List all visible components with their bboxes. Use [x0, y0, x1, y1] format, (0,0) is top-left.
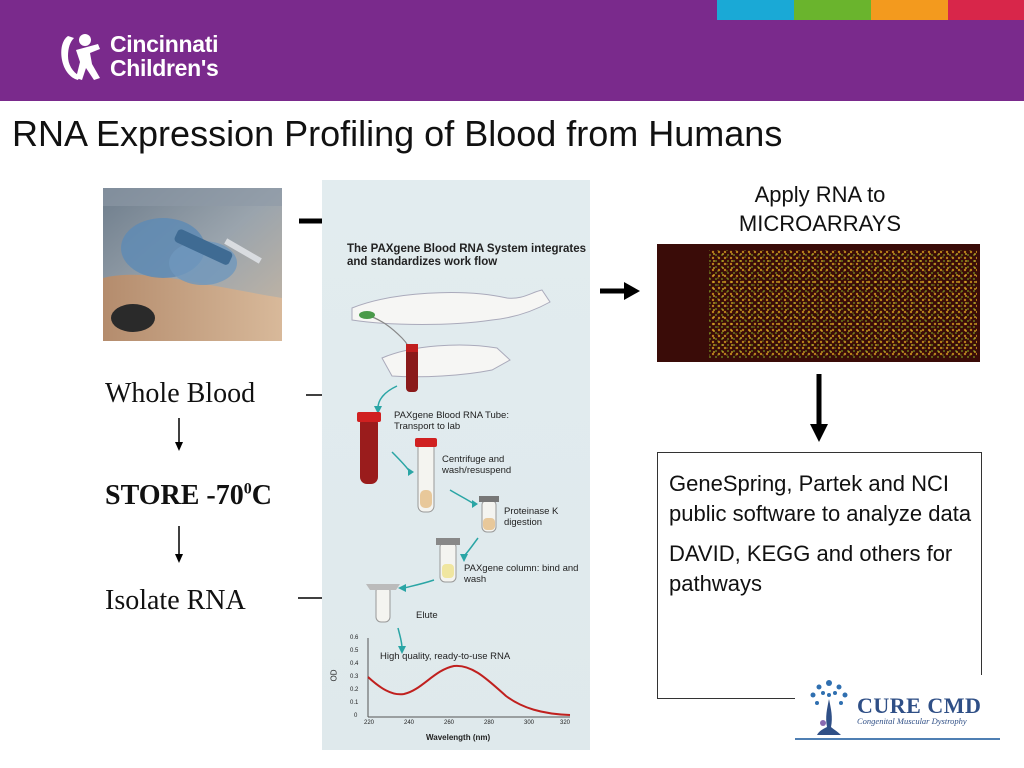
- cure-cmd-rule: [795, 738, 1000, 740]
- graph-ytick-2: 0.5: [350, 648, 359, 654]
- paxgene-step-2: Centrifuge and wash/resuspend: [442, 454, 512, 476]
- paxgene-step-6: High quality, ready-to-use RNA: [380, 651, 511, 662]
- arrow-whole-blood-to-store: [175, 418, 183, 451]
- store-superscript: 0: [243, 480, 252, 498]
- blood-draw-photo: [103, 188, 282, 341]
- analysis-software-box: GeneSpring, Partek and NCI public softwa…: [657, 452, 982, 699]
- isolate-rna-label: Isolate RNA: [105, 585, 246, 616]
- paxgene-workflow-panel: The PAXgene Blood RNA System integrates …: [322, 180, 590, 750]
- header-stripe-orange: [871, 0, 948, 20]
- graph-ytick-7: 0: [354, 713, 358, 719]
- graph-xtick-4: 280: [484, 720, 495, 726]
- logo-line-2: Children's: [110, 55, 219, 81]
- graph-ytick-5: 0.2: [350, 687, 359, 693]
- logo-line-1: Cincinnati: [110, 31, 219, 57]
- graph-xlabel: Wavelength (nm): [426, 733, 491, 742]
- header-stripe-red: [948, 0, 1024, 20]
- graph-xtick-5: 300: [524, 720, 535, 726]
- microarray-caption: Apply RNA to MICROARRAYS: [690, 180, 950, 238]
- paxgene-step-3: Proteinase K digestion: [504, 506, 559, 528]
- paxgene-heading: The PAXgene Blood RNA System integrates …: [347, 243, 586, 268]
- store-text: STORE -70: [105, 480, 244, 511]
- analysis-paragraph-2: DAVID, KEGG and others for pathways: [669, 541, 953, 596]
- paxgene-step-1: PAXgene Blood RNA Tube: Transport to lab: [394, 410, 509, 432]
- graph-xtick-3: 260: [444, 720, 455, 726]
- graph-ytick-1: 0.6: [350, 635, 359, 641]
- microarray-caption-line-1: Apply RNA to: [754, 182, 886, 207]
- cure-cmd-logo: CURE CMD Congenital Muscular Dystrophy: [795, 675, 1000, 743]
- graph-ylabel: OD: [329, 669, 339, 682]
- header-stripe-green: [794, 0, 871, 20]
- graph-ytick-6: 0.1: [350, 700, 359, 706]
- paxgene-step-5: Elute: [416, 610, 438, 621]
- arrow-microarray-to-analysis: [810, 374, 828, 442]
- microarray-caption-line-2: MICROARRAYS: [738, 211, 902, 236]
- graph-xtick-1: 220: [364, 720, 375, 726]
- store-unit: C: [251, 480, 272, 511]
- graph-ytick-4: 0.3: [350, 674, 359, 680]
- child-figure-icon: [61, 34, 100, 80]
- tree-figure-icon: [810, 680, 848, 735]
- microarray-image: [657, 244, 980, 362]
- cincinnati-childrens-logo: Cincinnati Children's: [58, 30, 258, 82]
- graph-ytick-3: 0.4: [350, 661, 359, 667]
- store-label: STORE -700C: [105, 480, 272, 512]
- header-stripe-blue: [717, 0, 794, 20]
- arrow-store-to-isolate: [175, 526, 183, 563]
- header-bar: Cincinnati Children's: [0, 0, 1024, 101]
- whole-blood-label: Whole Blood: [105, 378, 256, 409]
- cure-cmd-name: CURE CMD: [857, 693, 982, 718]
- slide-title: RNA Expression Profiling of Blood from H…: [12, 113, 783, 154]
- graph-xtick-2: 240: [404, 720, 415, 726]
- paxgene-step-4: PAXgene column: bind and wash: [464, 563, 579, 585]
- paxgene-illustration: [351, 289, 571, 718]
- cure-cmd-subtitle: Congenital Muscular Dystrophy: [857, 716, 967, 726]
- analysis-paragraph-1: GeneSpring, Partek and NCI public softwa…: [669, 471, 972, 526]
- logo-text: Cincinnati Children's: [110, 32, 219, 80]
- graph-xtick-6: 320: [560, 720, 571, 726]
- arrow-paxgene-to-microarray: [600, 282, 640, 300]
